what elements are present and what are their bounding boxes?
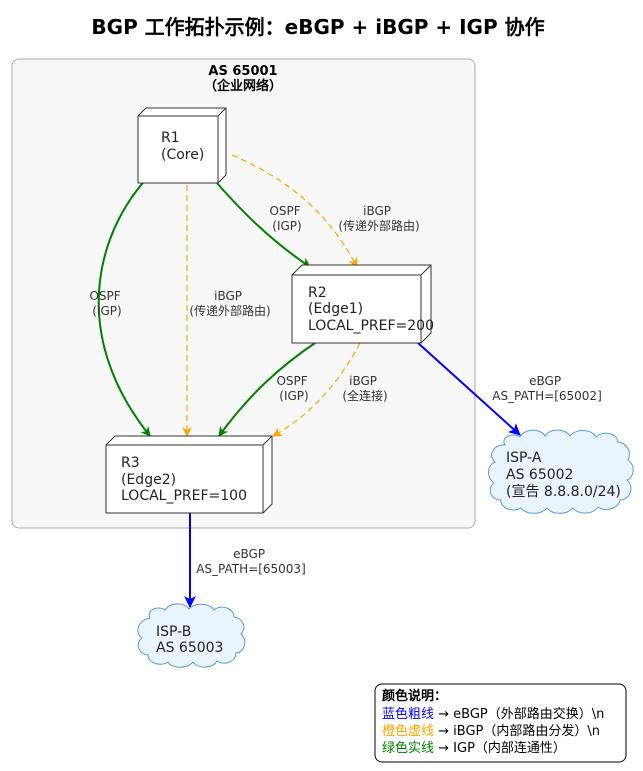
as-65001-container: AS 65001 （企业网络） (11, 58, 476, 529)
legend: 颜色说明： 蓝色粗线 → eBGP（外部路由交换）\n 橙色虚线 → iBGP（… (374, 683, 627, 763)
edge-label-r2-r3-ospf: OSPF (IGP) (276, 374, 311, 403)
node-r3: R3 (Edge2) LOCAL_PREF=100 (105, 435, 273, 514)
edge-label-r3-ispb: eBGP AS_PATH=[65003] (196, 547, 306, 576)
legend-title: 颜色说明： (382, 688, 447, 704)
edge-label-r1-r3-ospf: OSPF (IGP) (89, 289, 124, 318)
edge-label-r1-r3-ibgp: iBGP (传递外部路由) (189, 289, 270, 318)
edge-r2-r3-ospf (218, 342, 316, 437)
legend-desc-ebgp: → eBGP（外部路由交换）\n (434, 706, 604, 722)
as-container-sublabel: （企业网络） (204, 78, 282, 94)
node-isp-a-label: ISP-A AS 65002 (宣告 8.8.8.0/24) (506, 450, 621, 500)
edge-r1-r2-ospf (209, 174, 311, 268)
legend-row-ebgp: 蓝色粗线 → eBGP（外部路由交换）\n (382, 706, 604, 722)
node-r3-label: R3 (Edge2) LOCAL_PREF=100 (121, 455, 247, 504)
edge-label-r2-r3-ibgp: iBGP (全连接) (342, 374, 387, 403)
legend-desc-ibgp: → iBGP（内部路由分发）\n (434, 723, 600, 739)
edge-r2-r3-ibgp (272, 342, 361, 437)
as-container-label: AS 65001 (208, 64, 277, 79)
legend-key-ibgp: 橙色虚线 (382, 723, 434, 739)
node-r1-label: R1 (Core) (161, 130, 204, 163)
node-isp-a-cloud: ISP-A AS 65002 (宣告 8.8.8.0/24) (488, 429, 634, 514)
legend-desc-igp: → IGP（内部连通性） (434, 740, 566, 756)
edge-r1-r3-ospf (97, 172, 153, 437)
legend-key-ebgp: 蓝色粗线 (382, 706, 434, 722)
node-r2-label: R2 (Edge1) LOCAL_PREF=200 (308, 285, 434, 334)
edge-label-r1-r2-ibgp: iBGP (传递外部路由) (338, 204, 419, 233)
legend-row-igp: 绿色实线 → IGP（内部连通性） (382, 740, 566, 756)
edge-label-r1-r2-ospf: OSPF (IGP) (269, 204, 304, 233)
node-r1: R1 (Core) (137, 107, 227, 184)
diagram-title: BGP 工作拓扑示例：eBGP + iBGP + IGP 协作 (91, 15, 544, 39)
edge-labels: OSPF (IGP) iBGP (传递外部路由) OSPF (IGP) iBGP… (89, 204, 601, 576)
edge-label-r2-ispa: eBGP AS_PATH=[65002] (492, 374, 602, 403)
node-isp-b-label: ISP-B AS 65003 (156, 624, 223, 656)
node-r2: R2 (Edge1) LOCAL_PREF=200 (291, 264, 434, 344)
edges (97, 154, 521, 608)
edge-r1-r2-ibgp (231, 154, 358, 268)
node-isp-b-cloud: ISP-B AS 65003 (137, 603, 246, 668)
edge-r2-ispa-ebgp (417, 342, 521, 436)
legend-row-ibgp: 橙色虚线 → iBGP（内部路由分发）\n (382, 723, 600, 739)
legend-key-igp: 绿色实线 (382, 740, 434, 756)
